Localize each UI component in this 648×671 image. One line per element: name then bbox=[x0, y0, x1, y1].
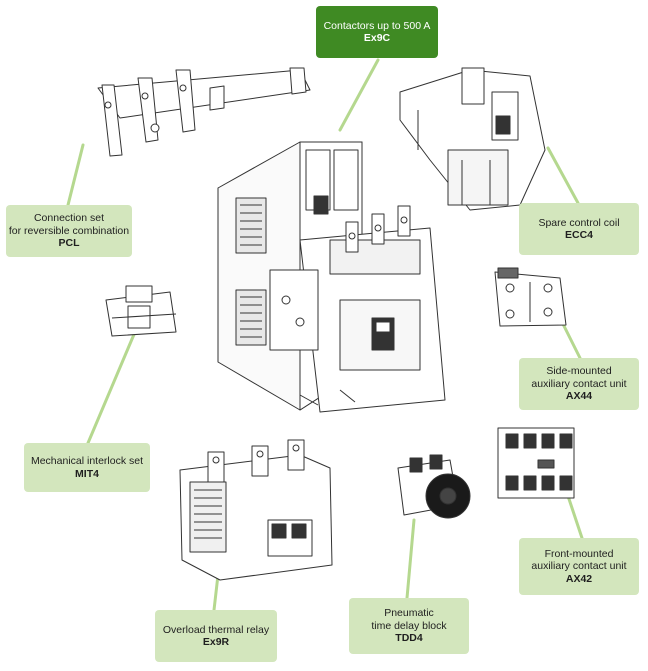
product-code: Ex9R bbox=[202, 636, 230, 648]
connector-connection-set bbox=[66, 143, 85, 207]
connector-time-delay bbox=[405, 518, 416, 600]
label-line: auxiliary contact unit bbox=[531, 560, 627, 573]
label-connection-set: Connection set for reversible combinatio… bbox=[6, 205, 132, 257]
product-code: AX42 bbox=[565, 572, 593, 585]
label-line: time delay block bbox=[371, 619, 447, 632]
spare-coil-illustration bbox=[399, 67, 546, 211]
label-line: for reversible combination bbox=[8, 224, 130, 237]
label-line: Front-mounted bbox=[544, 547, 614, 560]
connector-contactor bbox=[338, 58, 380, 132]
label-line: Overload thermal relay bbox=[162, 623, 270, 636]
label-front-aux: Front-mounted auxiliary contact unit AX4… bbox=[519, 538, 639, 595]
product-code: AX44 bbox=[565, 390, 593, 403]
label-side-aux: Side-mounted auxiliary contact unit AX44 bbox=[519, 358, 639, 410]
product-code: MIT4 bbox=[75, 467, 99, 480]
product-code: TDD4 bbox=[395, 632, 423, 645]
label-time-delay: Pneumatic time delay block TDD4 bbox=[349, 598, 469, 654]
label-interlock: Mechanical interlock set MIT4 bbox=[24, 443, 150, 492]
label-line: auxiliary contact unit bbox=[531, 377, 627, 390]
label-contactor: Contactors up to 500 A Ex9C bbox=[316, 6, 438, 58]
label-line: Mechanical interlock set bbox=[30, 455, 144, 467]
label-line: Pneumatic bbox=[384, 607, 434, 620]
side-aux-illustration bbox=[494, 267, 567, 327]
time-delay-illustration bbox=[397, 454, 471, 519]
contactor-illustration bbox=[217, 141, 446, 413]
product-code: ECC4 bbox=[564, 229, 593, 241]
label-line: Contactors up to 500 A bbox=[323, 19, 431, 32]
connector-interlock bbox=[86, 330, 137, 445]
connector-overload bbox=[212, 573, 220, 612]
connection-set-illustration bbox=[97, 67, 311, 157]
interlock-illustration bbox=[105, 285, 177, 337]
label-line: Connection set bbox=[33, 212, 105, 225]
label-line: Side-mounted bbox=[546, 365, 612, 378]
label-line: Spare control coil bbox=[538, 216, 620, 229]
front-aux-illustration bbox=[497, 427, 575, 499]
product-code: Ex9C bbox=[363, 32, 391, 44]
label-overload: Overload thermal relay Ex9R bbox=[155, 610, 277, 662]
product-code: PCL bbox=[58, 237, 80, 250]
overload-relay-illustration bbox=[179, 439, 333, 581]
connector-side-aux bbox=[560, 320, 582, 360]
connector-spare-coil bbox=[546, 146, 580, 205]
label-spare-coil: Spare control coil ECC4 bbox=[519, 203, 639, 255]
